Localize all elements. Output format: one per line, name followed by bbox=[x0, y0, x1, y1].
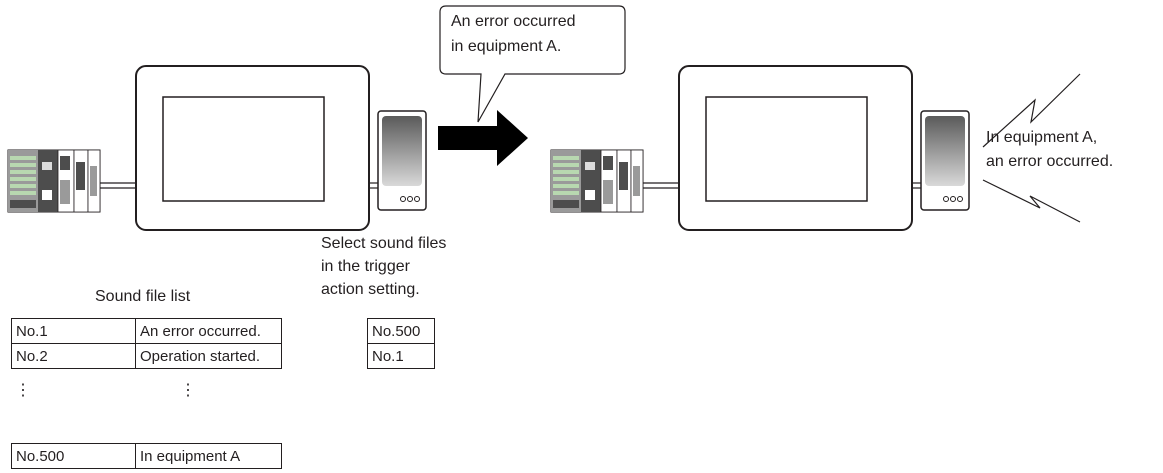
ellipsis-text-column: ⋮ bbox=[180, 382, 196, 399]
table-row: No.500 In equipment A bbox=[11, 443, 282, 469]
left-system bbox=[7, 65, 427, 231]
table-row: No.500 bbox=[367, 318, 435, 344]
speaker-icon bbox=[920, 110, 970, 211]
file-text-cell: An error occurred. bbox=[135, 318, 282, 344]
selected-file-cell: No.1 bbox=[367, 343, 435, 369]
file-number-cell: No.1 bbox=[11, 318, 136, 344]
file-text-cell: Operation started. bbox=[135, 343, 282, 369]
speaker-output-line2: an error occurred. bbox=[986, 153, 1114, 170]
instruction-line2: in the trigger bbox=[321, 258, 410, 275]
right-arrow-icon bbox=[438, 110, 528, 166]
speaker-icon bbox=[377, 110, 427, 211]
selected-file-cell: No.500 bbox=[367, 318, 435, 344]
callout-bubble bbox=[439, 5, 626, 123]
speaker-output-line1: In equipment A, bbox=[986, 129, 1098, 146]
table-row: No.1 bbox=[367, 343, 435, 369]
table-row: No.2 Operation started. bbox=[11, 343, 282, 369]
sound-file-list-table: No.1 An error occurred. No.2 Operation s… bbox=[11, 318, 282, 369]
file-number-cell: No.2 bbox=[11, 343, 136, 369]
sound-file-list-title: Sound file list bbox=[95, 288, 191, 305]
ellipsis-number-column: ⋮ bbox=[15, 382, 31, 399]
touch-panel-icon bbox=[135, 65, 370, 231]
plc-unit-icon bbox=[550, 149, 644, 213]
plc-unit-icon bbox=[7, 149, 101, 213]
sound-wave-icon bbox=[982, 73, 1081, 223]
instruction-line1: Select sound files bbox=[321, 235, 447, 252]
right-system bbox=[550, 65, 1081, 231]
file-number-cell: No.500 bbox=[11, 443, 136, 469]
instruction-line3: action setting. bbox=[321, 281, 420, 298]
sound-file-list-table-end: No.500 In equipment A bbox=[11, 443, 282, 469]
callout-text-line1: An error occurred bbox=[451, 13, 576, 30]
selected-files-table: No.500 No.1 bbox=[367, 318, 435, 369]
file-text-cell: In equipment A bbox=[135, 443, 282, 469]
callout-text-line2: in equipment A. bbox=[451, 38, 562, 55]
touch-panel-icon bbox=[678, 65, 913, 231]
table-row: No.1 An error occurred. bbox=[11, 318, 282, 344]
